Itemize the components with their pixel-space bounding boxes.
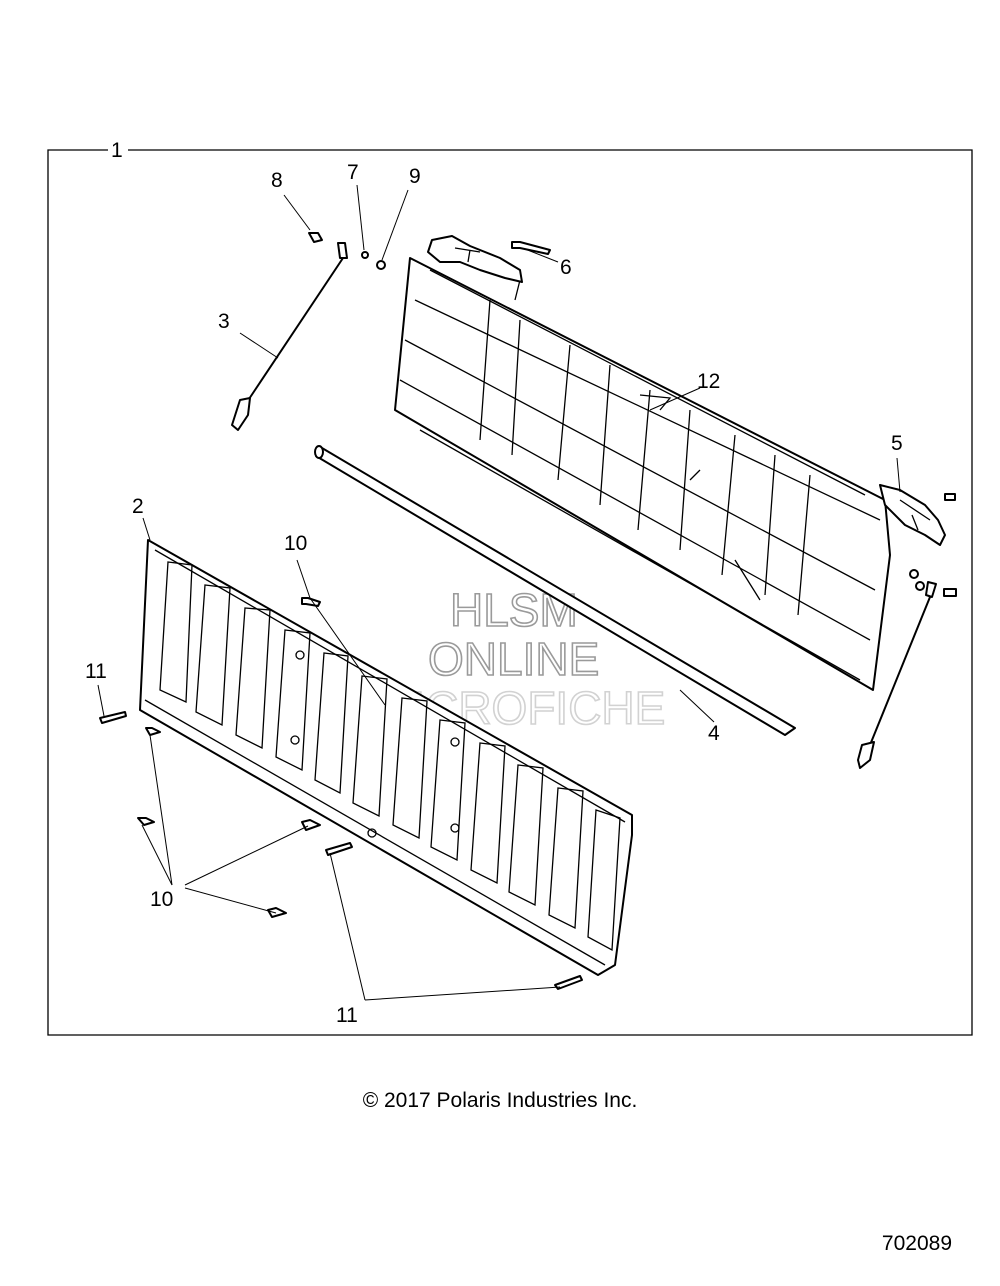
- callout-9[interactable]: 9: [409, 165, 421, 188]
- callout-5[interactable]: 5: [891, 432, 903, 455]
- copyright-notice: © 2017 Polaris Industries Inc.: [362, 1089, 638, 1112]
- watermark: HLSM ONLINE MICROFICHE: [373, 583, 666, 735]
- callout-3[interactable]: 3: [218, 310, 230, 333]
- callout-2[interactable]: 2: [132, 495, 144, 518]
- nut-7[interactable]: [361, 251, 369, 259]
- watermark-line2: ONLINE: [428, 633, 599, 685]
- callout-10-lower[interactable]: 10: [150, 888, 173, 911]
- side-latch[interactable]: [879, 484, 946, 546]
- callout-11-lower[interactable]: 11: [336, 1004, 358, 1027]
- right-support-cable[interactable]: [857, 581, 937, 769]
- left-support-cable[interactable]: [231, 242, 348, 431]
- callout-4[interactable]: 4: [708, 722, 720, 745]
- callout-6[interactable]: 6: [560, 256, 572, 279]
- hinge-rod[interactable]: [314, 445, 796, 736]
- outer-tailgate-panel[interactable]: [139, 539, 633, 976]
- callout-1[interactable]: 1: [111, 139, 123, 162]
- top-latch[interactable]: [427, 235, 523, 283]
- washer-9[interactable]: [376, 260, 386, 270]
- callout-8[interactable]: 8: [271, 169, 283, 192]
- callout-10-upper[interactable]: 10: [284, 532, 307, 555]
- rivets-10[interactable]: [137, 597, 321, 918]
- callout-7[interactable]: 7: [347, 161, 359, 184]
- inner-tailgate-frame[interactable]: [394, 257, 891, 691]
- latch-bolt-top[interactable]: [511, 241, 551, 255]
- bolt-8[interactable]: [308, 232, 323, 243]
- drawing-number: 702089: [881, 1232, 952, 1255]
- callout-12[interactable]: 12: [697, 370, 720, 393]
- latch-bolt-side[interactable]: [943, 493, 957, 597]
- assembly-frame: [47, 149, 973, 1036]
- callout-11-left[interactable]: 11: [85, 660, 107, 683]
- leader-lines: [97, 184, 901, 1001]
- washers-side[interactable]: [909, 569, 925, 591]
